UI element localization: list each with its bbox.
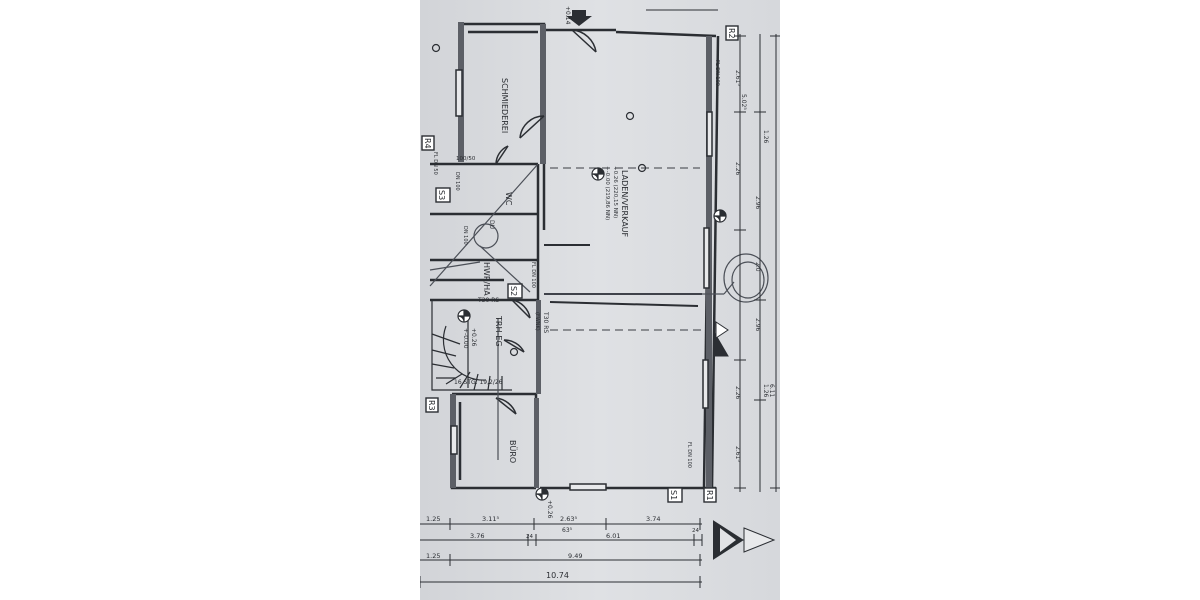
- level-markers: [431, 43, 727, 501]
- entrance-arrow: [566, 10, 592, 26]
- room-label-laden: LADEN/VERKAUF: [620, 170, 629, 238]
- note-fl-hwr: FL DN 100: [530, 262, 536, 288]
- dim-b3-1: 9.49: [568, 552, 582, 560]
- level-bottom: +0.26: [546, 500, 553, 519]
- marker-r4: R4: [423, 138, 432, 149]
- level-top: +0.14: [564, 6, 571, 25]
- marker-r1: R1: [705, 490, 714, 501]
- note-fl-wc-val: 100/50: [456, 156, 476, 162]
- dim-r-inner-0: 5.02⁵: [740, 94, 747, 110]
- floor-plan-drawing: SCHMIEDEREI LADEN/VERKAUF WC DU HWR/HA T…: [420, 0, 780, 600]
- dim-total: 10.74: [546, 571, 569, 580]
- north-arrow: [713, 321, 776, 560]
- dim-r-inner-1: 2.96: [754, 196, 761, 210]
- dim-r-small-0: 1.26: [762, 130, 769, 144]
- windows: [450, 69, 713, 491]
- dim-r-outer-1: 2.26: [734, 162, 741, 176]
- note-t30-a: T30 RS: [477, 297, 499, 304]
- room-label-wc: WC: [504, 192, 513, 206]
- doors: [495, 29, 597, 415]
- level-treppe-2: +-0.00: [462, 328, 469, 349]
- right-dimension-texts: 2.61⁵ 2.26 2.26 2.61⁵ 5.02⁵ 2.96 2.0 2.9…: [734, 70, 775, 462]
- dim-r-inner-2: 2.0: [754, 262, 761, 272]
- dim-b2-3: 24: [692, 528, 699, 534]
- note-dn-hwr: DN 100: [462, 226, 468, 245]
- dim-b1-0: 1.25: [426, 515, 440, 523]
- floor-plan-photo: SCHMIEDEREI LADEN/VERKAUF WC DU HWR/HA T…: [420, 0, 780, 600]
- marker-r2: R2: [727, 28, 736, 39]
- note-t30-b: T30 RS: [542, 311, 549, 333]
- dim-r-small-1: 1.26: [762, 384, 769, 398]
- dim-b2-2: 6.01: [606, 532, 620, 540]
- marker-s1: S1: [669, 490, 678, 500]
- dim-b1-2: 2.63⁵: [560, 515, 577, 523]
- note-fl-r1: FL DN 100: [686, 442, 692, 468]
- dim-b1-3: 3.74: [646, 515, 660, 523]
- level-laden-1: +0.26 (220,15 NN): [612, 166, 618, 218]
- room-label-dusche: DU: [488, 220, 495, 229]
- dim-b2-0: 3.76: [470, 532, 484, 540]
- level-marker-small: [431, 43, 647, 357]
- note-stairs: 16 STG. 19,2/26: [454, 379, 503, 386]
- level-laden-2: +-0.00 (219,86 NN): [604, 166, 610, 220]
- marker-s2: S2: [509, 286, 518, 296]
- room-label-treppe: TRH-EG: [494, 315, 503, 347]
- level-treppe-1: +0.26: [470, 328, 477, 347]
- dim-b2-1: 24: [526, 534, 533, 540]
- corner-boxes: [421, 25, 739, 503]
- dim-b1-1: 3.11⁵: [482, 515, 499, 523]
- note-dn-wc: DN 100: [454, 172, 460, 191]
- dim-r-outer-2: 2.26: [734, 386, 741, 400]
- dim-r-outer-0: 2.61⁵: [734, 70, 741, 86]
- note-fl-r2: FL DN 100: [714, 60, 720, 86]
- room-label-schmiede: SCHMIEDEREI: [500, 78, 509, 133]
- dashed-lines: [550, 167, 702, 331]
- marker-s3: S3: [437, 190, 446, 200]
- dim-r-inner-3: 2.96: [754, 318, 761, 332]
- level-marker-laden: [591, 167, 605, 181]
- bottom-dimension-texts: 1.25 3.11⁵ 2.63⁵ 3.74 63⁵ 3.76 24 6.01 2…: [426, 515, 699, 580]
- dimension-lines: [420, 9, 780, 588]
- dim-r-sum: 6.11: [768, 384, 775, 398]
- note-fwnk: (FWNK): [534, 312, 540, 331]
- room-label-hwr: HWR/HA: [482, 262, 491, 296]
- level-marker-treppe: [457, 309, 471, 323]
- note-fl-wc: FL DN 50: [432, 152, 438, 175]
- dim-b1-sub: 63⁵: [562, 527, 573, 534]
- stair: [431, 300, 512, 391]
- marker-r3: R3: [427, 400, 436, 411]
- level-marker-bottom: [535, 487, 549, 501]
- dim-r-outer-3: 2.61⁵: [734, 446, 741, 462]
- level-marker-right: [713, 209, 727, 223]
- room-label-buero: BÜRO: [508, 440, 518, 463]
- dim-b3-0: 1.25: [426, 552, 440, 560]
